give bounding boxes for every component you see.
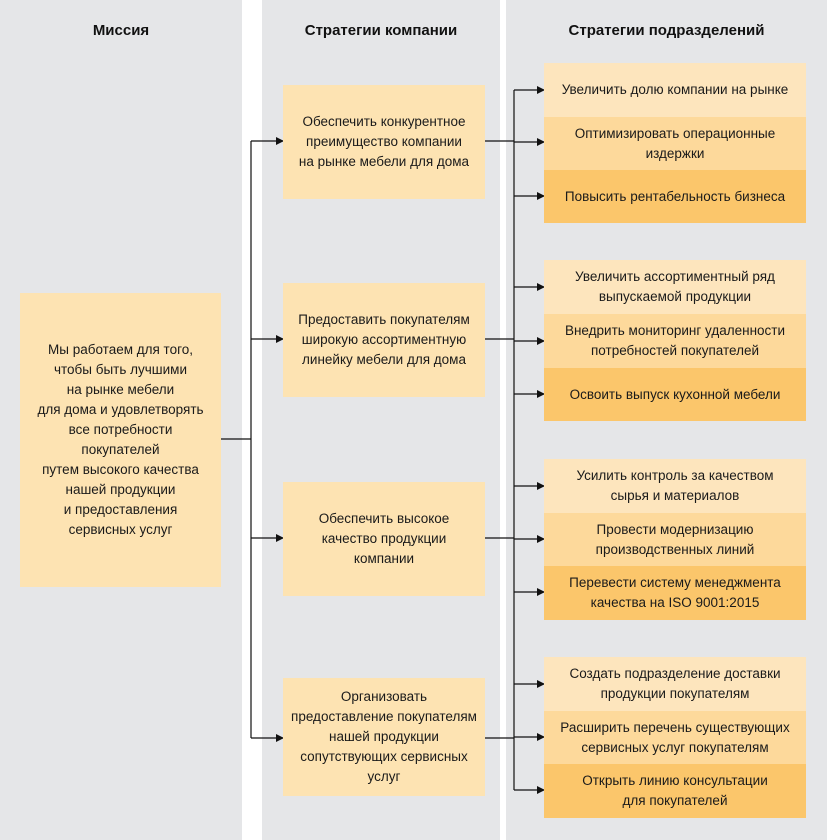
division-strategy-3-1: Усилить контроль за качеством сырья и ма… [544,459,806,513]
mission-header: Миссия [92,21,150,39]
company-strategy-3: Обеспечить высокое качество продукции ко… [283,482,485,596]
company-strategy-1: Обеспечить конкурентное преимущество ком… [283,85,485,199]
division-strategy-1-3: Повысить рентабельность бизнеса [544,170,806,223]
division-strategy-4-1: Создать подразделение доставки продукции… [544,657,806,711]
division-strategy-3-2: Провести модернизацию производственных л… [544,513,806,566]
division-strategy-4-3: Открыть линию консультации для покупател… [544,764,806,818]
division-strategy-2-3: Освоить выпуск кухонной мебели [544,368,806,421]
division-strategy-4-2: Расширить перечень существующих сервисны… [544,711,806,764]
division-strategy-2-1: Увеличить ассортиментный ряд выпускаемой… [544,260,806,314]
division-strategy-3-3: Перевести систему менеджмента качества н… [544,566,806,620]
mission-box: Мы работаем для того, чтобы быть лучшими… [20,293,221,587]
division-strategy-1-1: Увеличить долю компании на рынке [544,63,806,117]
division-strategy-1-2: Оптимизировать операционные издержки [544,117,806,170]
company-strategy-4: Организовать предоставление покупателям … [283,678,485,796]
division-strategies-header: Стратегии подразделений [568,21,765,39]
company-strategy-2: Предоставить покупателям широкую ассорти… [283,283,485,397]
company-strategies-header: Стратегии компании [304,21,458,39]
division-strategy-2-2: Внедрить мониторинг удаленности потребно… [544,314,806,368]
